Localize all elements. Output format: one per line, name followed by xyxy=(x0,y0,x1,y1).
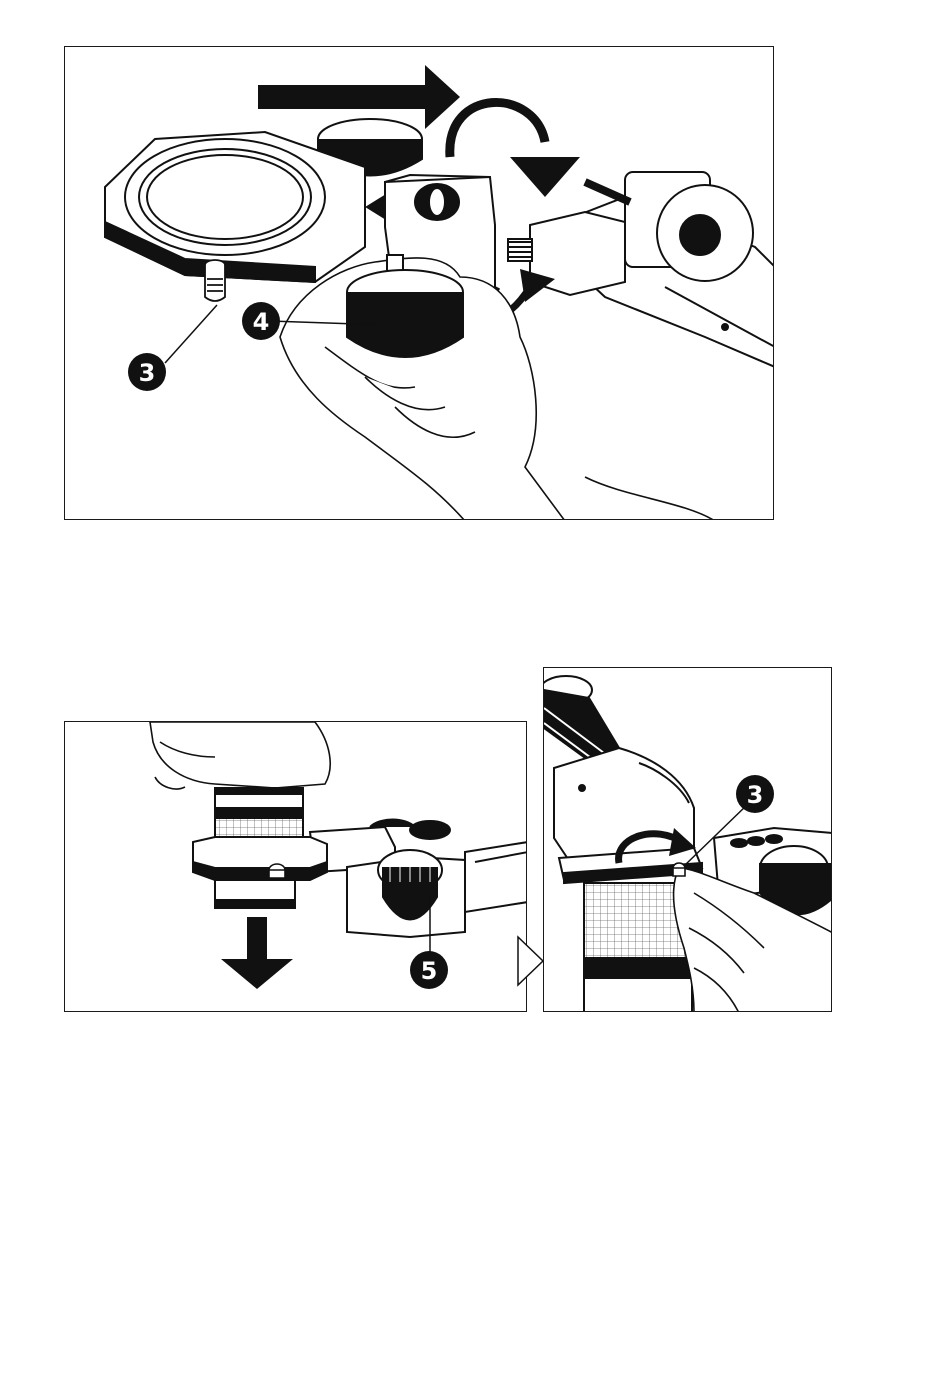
fixing-screw xyxy=(205,260,225,301)
ring-holder xyxy=(105,132,365,282)
hand xyxy=(150,722,330,789)
illustration-top: 3 4 xyxy=(65,47,774,520)
leader-line-3 xyxy=(165,305,217,363)
fixing-screw xyxy=(673,863,685,876)
pull-down-arrow xyxy=(221,917,293,989)
rotate-arrow-upper-head xyxy=(510,157,580,197)
svg-text:3: 3 xyxy=(747,781,764,809)
callout-4: 4 xyxy=(242,302,280,340)
illustration-bottom-left: 5 xyxy=(65,722,527,1012)
svg-text:4: 4 xyxy=(253,308,270,336)
illustration-panel-bottom-right: 3 xyxy=(543,667,832,1012)
svg-text:3: 3 xyxy=(139,359,156,387)
illustration-panel-bottom-left: 5 xyxy=(64,721,527,1012)
rotate-arrow-upper xyxy=(450,102,545,157)
callout-3: 3 xyxy=(736,775,774,813)
callout-3: 3 xyxy=(128,353,166,391)
ring-holder xyxy=(193,837,327,908)
callout-5: 5 xyxy=(410,951,448,989)
illustration-panel-top: 3 4 xyxy=(64,46,774,520)
illustration-bottom-right: 3 xyxy=(544,668,832,1012)
next-step-arrow xyxy=(516,935,546,995)
fixing-screw xyxy=(269,864,285,878)
svg-text:5: 5 xyxy=(421,957,438,985)
